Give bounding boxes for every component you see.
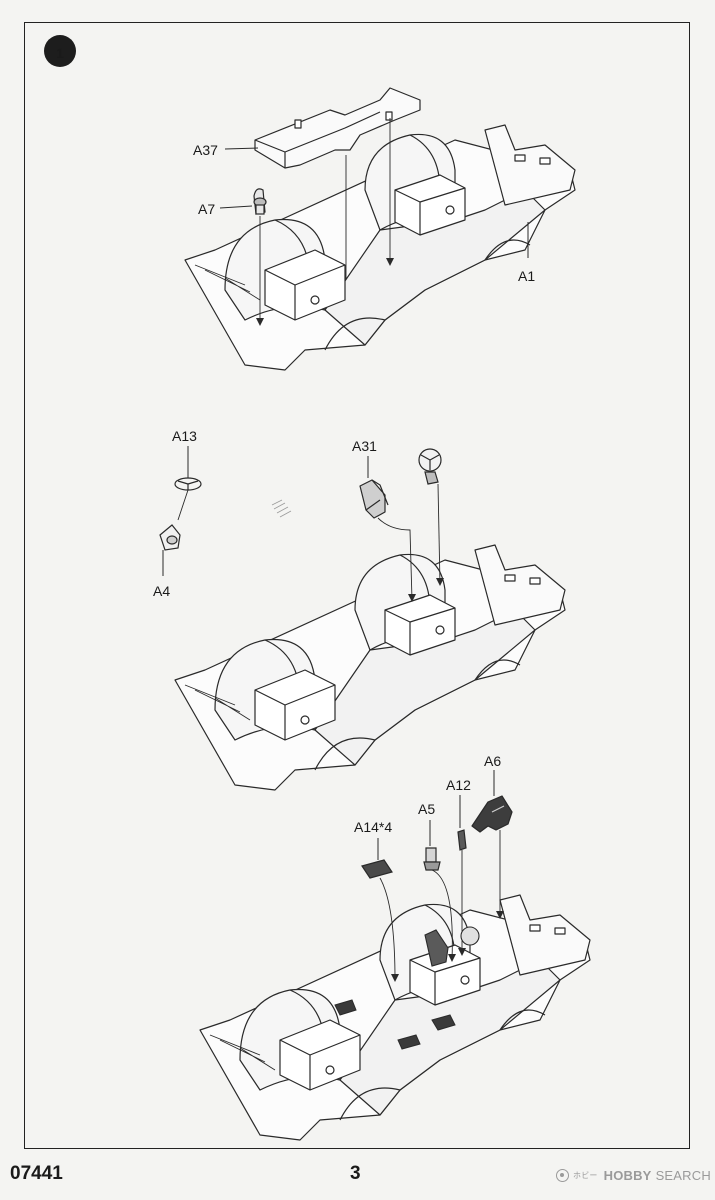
arrow-head [496, 911, 504, 919]
page-number: 3 [350, 1163, 361, 1184]
step-number: 1 [56, 45, 64, 61]
hatch-mark [271, 499, 292, 518]
label-a6: A6 [484, 753, 501, 769]
part-a37 [254, 87, 421, 169]
part-a4 [159, 524, 181, 551]
part-a31 [359, 479, 389, 519]
arrow-head [391, 974, 399, 982]
hobbysearch-logo-icon [556, 1169, 569, 1182]
watermark: ホビー HOBBY SEARCH [556, 1168, 711, 1183]
guide-line [437, 483, 441, 586]
part-a5 [423, 847, 441, 871]
label-a31: A31 [352, 438, 377, 454]
installed-seat-frame [424, 926, 480, 967]
substep-2-chassis [174, 544, 566, 791]
part-a6 [471, 795, 513, 833]
label-a37: A37 [193, 142, 218, 158]
part-a13 [174, 477, 202, 491]
arrow-head [448, 954, 456, 962]
guide-line [379, 877, 396, 981]
watermark-brand-name: HOBBY [603, 1168, 652, 1183]
label-a13: A13 [172, 428, 197, 444]
arrow-head [386, 258, 394, 266]
watermark-brand-search: SEARCH [655, 1168, 711, 1183]
label-a1: A1 [518, 268, 535, 284]
leader-a37 [224, 147, 259, 150]
watermark-brand-small: ホビー [573, 1171, 598, 1180]
label-a12: A12 [446, 777, 471, 793]
part-a12 [457, 829, 467, 851]
substep-3-chassis [199, 894, 591, 1141]
page-frame [24, 22, 690, 1149]
arrow-head [408, 594, 416, 602]
substep-1-chassis [184, 124, 576, 371]
installed-pedals [334, 999, 456, 1050]
guide-line [377, 517, 413, 601]
label-a5: A5 [418, 801, 435, 817]
arrow-head [256, 318, 264, 326]
guide-line [177, 489, 189, 521]
label-a7: A7 [198, 201, 215, 217]
part-a14 [361, 859, 393, 879]
label-a14: A14*4 [354, 819, 392, 835]
part-a7 [253, 188, 267, 215]
leader-a7 [219, 205, 253, 209]
arrow-head [458, 948, 466, 956]
label-a4: A4 [153, 583, 170, 599]
step-badge: 1 [44, 35, 76, 67]
kit-code: 07441 [10, 1163, 63, 1184]
part-gauge [418, 448, 442, 485]
arrow-head [436, 578, 444, 586]
guide-line [431, 869, 453, 961]
